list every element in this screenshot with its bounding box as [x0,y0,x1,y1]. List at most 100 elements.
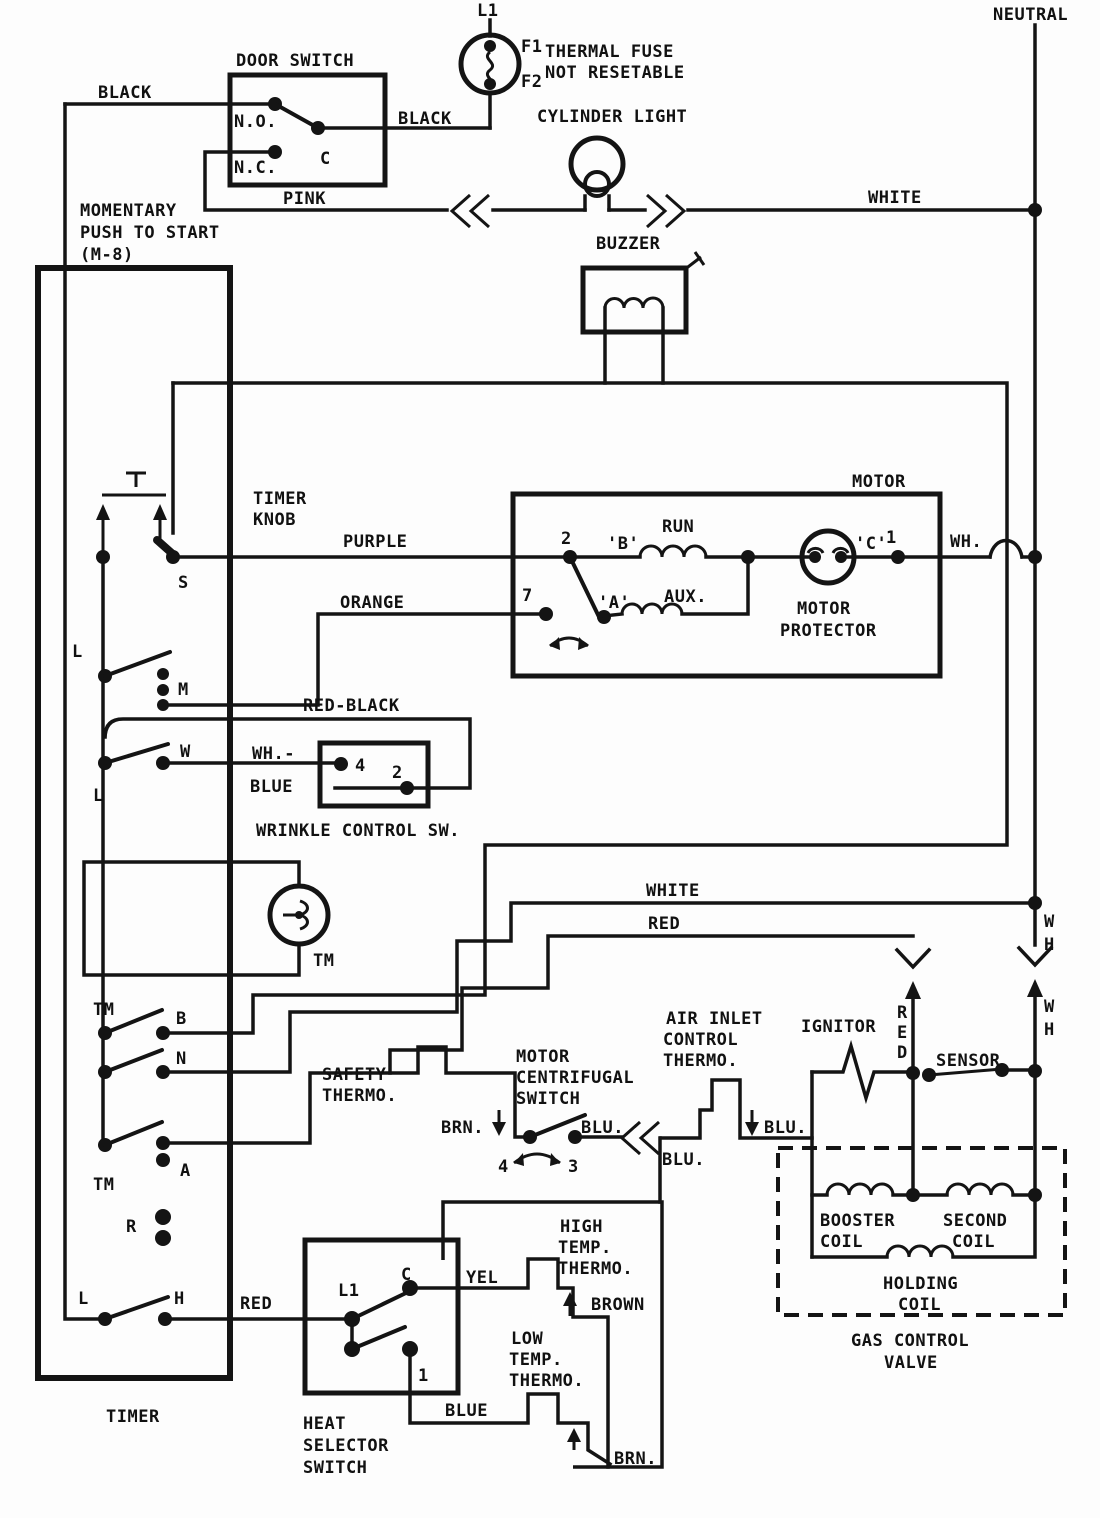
white-wire-label: WHITE [646,881,700,901]
aux-label: AUX. [664,587,707,607]
door-switch: DOOR SWITCH BLACK N.O. C N.C. BLACK [63,51,492,188]
blu-connector-chevrons-icon [619,1120,660,1156]
cylinder-light-circuit: PINK CYLINDER LIGHT WHITE [203,107,1037,229]
heat-selector-title: SWITCH [303,1458,367,1478]
w-label: W [180,742,191,762]
low-thermo-label: THERMO. [509,1371,584,1391]
booster-coil-label: COIL [820,1232,863,1252]
tm-n-blade [103,1048,164,1074]
thermal-fuse: L1 F1 F2 THERMAL FUSE NOT RESETABLE [458,1,684,130]
red-wire-mid [388,934,915,1075]
fuse-element [485,50,495,90]
l-w-blade [103,742,170,765]
brown-wire-label: BROWN [591,1295,645,1315]
safety-thermo-label: THERMO. [322,1086,397,1106]
a-terminal [156,1136,170,1150]
black-wire-label: BLACK [398,109,452,129]
low-thermo-label: LOW [511,1329,543,1349]
b-terminal [156,1026,170,1040]
start-switch-label: PUSH TO START [80,223,220,243]
door-switch-blade [273,102,320,130]
motor-terminal-7 [539,607,553,621]
gas-valve-dashed-box [776,1146,1067,1317]
timer-title: TIMER [106,1407,160,1427]
arrowhead-icon [550,637,560,650]
up-arrow-icon [96,504,110,520]
motor: MOTOR 2 7 'B' RUN 'A' AUX. MOTOR PROTECT… [510,472,1037,679]
m-terminal [157,684,169,696]
centrifugal-4-label: 4 [498,1157,509,1177]
l-label: L [93,786,104,806]
n-terminal [156,1065,170,1079]
heat-selector-title: SELECTOR [303,1436,389,1456]
wh-hop-icon [987,538,1025,560]
centrifugal-label: MOTOR [516,1047,570,1067]
buzzer-coil-icon [603,296,665,309]
aux-wire [602,612,624,618]
selector-blade-hi [350,1290,410,1321]
low-thermo-label: TEMP. [509,1350,563,1370]
red-v-label: D [897,1043,908,1063]
thermostat-plate [441,1200,664,1469]
l1-label: L1 [477,1,498,21]
ignitor-wire [810,1039,915,1105]
wh-blue-label: WH.- [252,744,295,764]
wrinkle-control: RED-BLACK WH.- BLUE 4 2 WRINKLE CONTROL … [103,696,472,841]
blue-wire [408,1347,613,1467]
nc-label: N.C. [234,158,277,178]
wh-wire-label: H [1044,1020,1055,1040]
blue-wire-label: BLUE [445,1401,488,1421]
high-thermo-label: THERMO. [558,1259,633,1279]
second-coil-label: SECOND [943,1211,1007,1231]
wrinkle-4-label: 4 [355,756,366,776]
air-inlet-wire [659,1078,814,1140]
booster-coil-label: BOOSTER [820,1211,895,1231]
gas-valve-assembly: IGNITOR SENSOR BOOSTER COIL SECOND COIL … [776,1017,1067,1373]
red-wire-label: RED [240,1294,272,1314]
wrinkle-box [317,740,431,809]
l-m-blade [103,650,172,678]
wrinkle-terminal-4 [334,757,348,771]
no-label: N.O. [234,112,277,132]
tm-motor-body [267,883,331,947]
aux-winding-coil-icon [620,602,684,615]
second-coil-label: COIL [952,1232,995,1252]
fuse-terminal-f1 [484,40,496,52]
a-winding-label: 'A' [598,593,630,613]
centrifugal-3-label: 3 [568,1157,579,1177]
selector-blade-lo [350,1325,407,1351]
wh-wire-label: H [1044,935,1055,955]
arrowhead-icon [514,1153,524,1166]
wh-wire-label: WH. [950,532,982,552]
up-arrow-icon [567,1428,581,1442]
connector-chevrons-icon [449,193,490,229]
l1-terminal-label: L1 [338,1281,359,1301]
purple-wire-label: PURPLE [343,532,407,552]
wh-wire-label: W [1044,997,1055,1017]
timer-knob-label: KNOB [253,510,296,530]
run-label: RUN [662,517,694,537]
protector-label: MOTOR [797,599,851,619]
thermostat-assembly: YEL HIGH TEMP. THERMO. BROWN LOW TEMP. T… [408,1136,664,1469]
n-label: N [176,1049,187,1069]
centrifugal-label: CENTRIFUGAL [516,1068,634,1088]
holding-coil-label: COIL [898,1295,941,1315]
black-feed-vertical [63,102,107,1321]
neutral-break-chevron-icon [1016,945,1054,968]
aux-out-wire [680,555,750,616]
a-terminal [156,1153,170,1167]
c-label: C [320,149,331,169]
up-arrow-icon [153,504,167,520]
cylinder-light-bulb [568,135,626,193]
r-label: R [126,1217,137,1237]
connector-chevrons-icon [646,193,687,229]
up-arrow-icon [563,1292,577,1306]
centrifugal-label: SWITCH [516,1089,580,1109]
heat-selector-box [302,1237,461,1396]
wh-blue-label: BLUE [250,777,293,797]
buzzer-box [580,265,689,335]
l-label: L [72,642,83,662]
protector-arcs-icon [806,546,850,554]
r-terminal [155,1209,171,1225]
